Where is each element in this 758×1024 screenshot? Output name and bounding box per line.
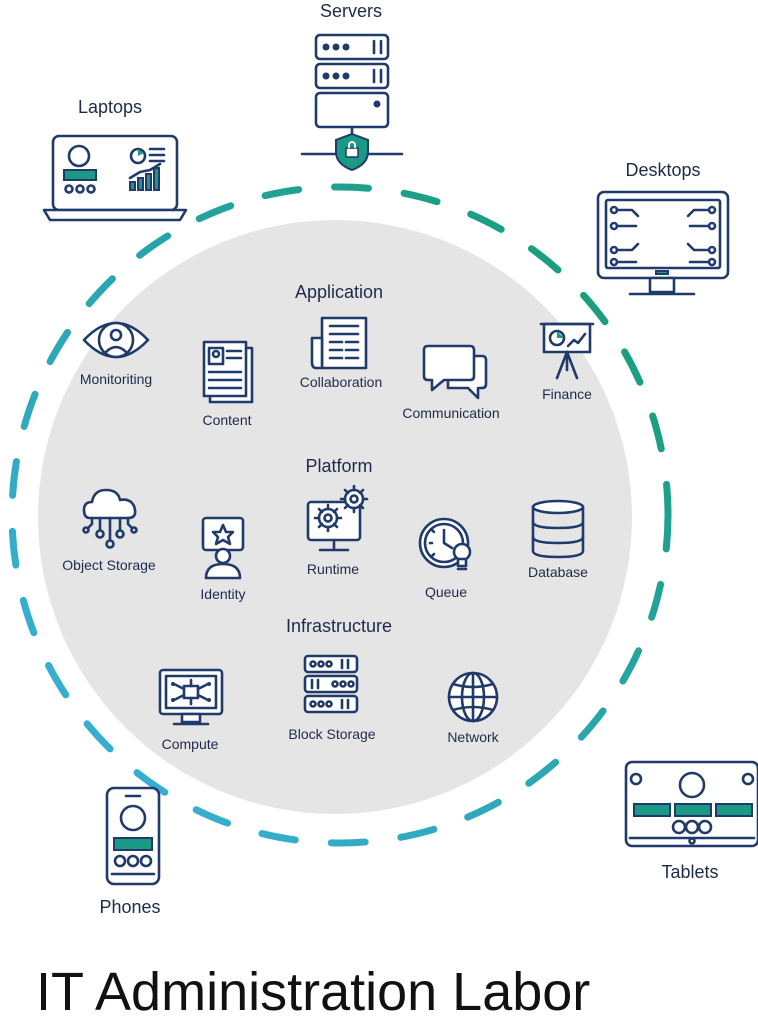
clock-bulb-icon <box>418 517 472 571</box>
label-queue: Queue <box>425 584 467 600</box>
label-object-storage: Object Storage <box>62 557 156 573</box>
desktop-icon <box>596 190 730 296</box>
label-laptops: Laptops <box>78 97 142 117</box>
cloud-storage-icon <box>82 488 138 549</box>
dashed-ring <box>8 183 672 847</box>
runtime-gears-icon <box>306 484 369 552</box>
identity-icon <box>201 516 245 580</box>
label-phones: Phones <box>99 897 160 917</box>
compute-monitor-icon <box>158 668 224 726</box>
label-finance: Finance <box>542 386 592 402</box>
presentation-chart-icon <box>539 322 595 380</box>
globe-icon <box>447 671 499 723</box>
eye-icon <box>82 321 150 359</box>
label-network: Network <box>447 729 499 745</box>
section-title-platform: Platform <box>305 456 372 476</box>
newspaper-icon <box>310 316 368 370</box>
label-communication: Communication <box>402 405 499 421</box>
label-block-storage: Block Storage <box>288 726 375 742</box>
block-storage-icon <box>303 654 359 714</box>
chat-bubbles-icon <box>422 344 488 400</box>
label-servers: Servers <box>320 1 382 21</box>
database-icon <box>531 499 585 559</box>
label-monitoring: Monitoriting <box>80 371 152 387</box>
label-identity: Identity <box>200 586 245 602</box>
tablet-icon <box>624 760 758 848</box>
document-icon <box>202 340 254 404</box>
phone-icon <box>105 786 161 886</box>
section-title-application: Application <box>295 282 383 302</box>
laptop-icon <box>42 134 188 222</box>
label-collaboration: Collaboration <box>300 374 383 390</box>
label-database: Database <box>528 564 588 580</box>
label-compute: Compute <box>162 736 219 752</box>
label-content: Content <box>202 412 251 428</box>
label-runtime: Runtime <box>307 561 359 577</box>
section-title-infrastructure: Infrastructure <box>286 616 392 636</box>
page-title: IT Administration Labor <box>36 962 590 1022</box>
servers-icon <box>300 33 404 172</box>
label-desktops: Desktops <box>625 160 700 180</box>
label-tablets: Tablets <box>661 862 718 882</box>
